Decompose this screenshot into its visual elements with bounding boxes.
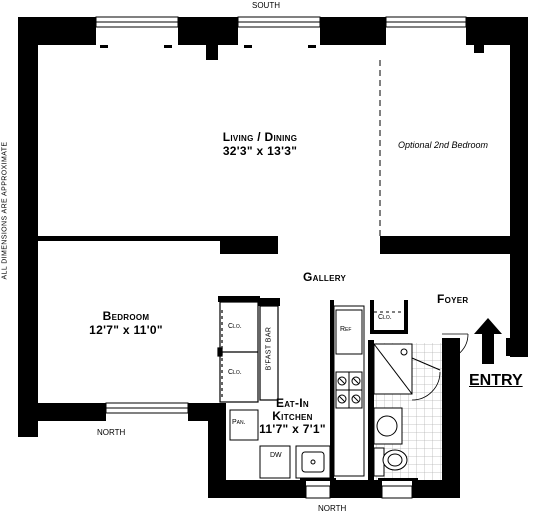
kitchen-label: Eat-In Kitchen 11'7" x 7'1" bbox=[250, 397, 335, 436]
dishwasher-label: DW bbox=[270, 452, 282, 459]
windows bbox=[95, 16, 467, 499]
foyer-label: Foyer bbox=[437, 292, 469, 306]
pantry-label: Pan. bbox=[232, 419, 246, 426]
bedroom-dims: 12'7" x 11'0" bbox=[89, 323, 163, 337]
dimensions-disclaimer: ALL DIMENSIONS ARE APPROXIMATE bbox=[1, 141, 9, 280]
gallery-label: Gallery bbox=[303, 270, 347, 284]
closet-label-2: Clo. bbox=[228, 369, 242, 376]
kitchen-counters bbox=[229, 305, 365, 479]
kitchen-name-line2: Kitchen bbox=[272, 409, 313, 423]
closets bbox=[217, 301, 279, 403]
refrigerator-label: Ref bbox=[340, 326, 352, 333]
kitchen-dims: 11'7" x 7'1" bbox=[259, 422, 326, 436]
optional-bedroom-label: Optional 2nd Bedroom bbox=[398, 140, 489, 150]
kitchen-name-line1: Eat-In bbox=[276, 396, 309, 410]
window-sills bbox=[100, 45, 418, 481]
living-dining-dims: 32'3" x 13'3" bbox=[222, 144, 298, 158]
living-dining-name: Living / Dining bbox=[222, 130, 298, 144]
entry-label: ENTRY bbox=[469, 372, 523, 389]
bedroom-name: Bedroom bbox=[102, 309, 150, 323]
living-dining-label: Living / Dining 32'3" x 13'3" bbox=[195, 130, 325, 158]
compass-north-left: NORTH bbox=[97, 428, 126, 437]
bedroom-label: Bedroom 12'7" x 11'0" bbox=[66, 309, 186, 337]
entry-arrow bbox=[474, 318, 502, 364]
compass-south: SOUTH bbox=[252, 1, 280, 10]
closet-label-3: Clo. bbox=[378, 314, 392, 321]
closet-label-1: Clo. bbox=[228, 323, 242, 330]
compass-north-bottom: NORTH bbox=[318, 504, 347, 513]
walls bbox=[18, 17, 528, 498]
doors bbox=[441, 333, 469, 361]
bathroom-fixtures bbox=[373, 343, 441, 477]
breakfast-bar-label: B'FAST BAR bbox=[265, 326, 273, 371]
